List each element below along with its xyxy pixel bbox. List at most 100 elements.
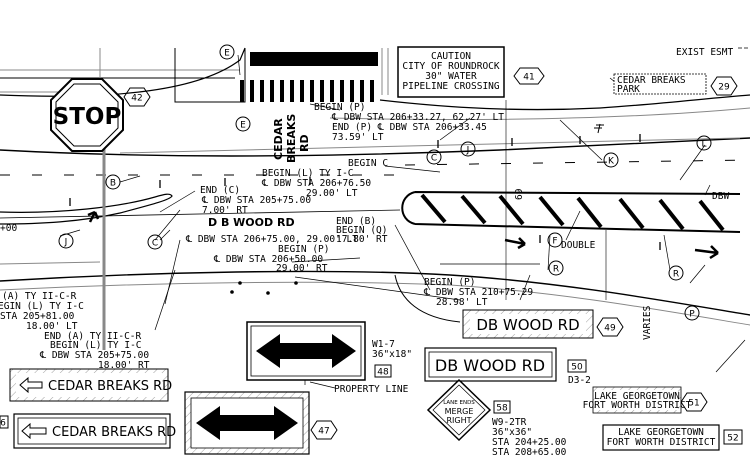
circle-callout: K — [603, 152, 619, 168]
callout-begin-p-low: BEGIN (P) ℄ DBW STA 210+75.29 28.98' LT — [423, 277, 533, 308]
hex-callout: 51 — [680, 392, 708, 412]
station-69-label: 69 — [514, 188, 525, 200]
circle-callout: R — [668, 265, 684, 281]
svg-text:18.00' RT: 18.00' RT — [98, 360, 150, 371]
circle-callout: DBW — [712, 191, 729, 202]
circle-callout: R — [548, 260, 564, 276]
svg-text:(A) TY II-C-R: (A) TY II-C-R — [2, 291, 77, 302]
hex-callout: 49 — [596, 317, 624, 337]
svg-text:18.00' LT: 18.00' LT — [26, 321, 78, 332]
svg-text:BEGIN (P): BEGIN (P) — [424, 277, 475, 288]
svg-text:LAKE GEORGETOWN: LAKE GEORGETOWN — [594, 391, 680, 402]
svg-text:C: C — [152, 239, 158, 249]
svg-text:36"x18": 36"x18" — [372, 349, 412, 360]
svg-text:K: K — [608, 157, 615, 167]
leader-dots — [230, 281, 298, 295]
svg-text:STA 204+25.00: STA 204+25.00 — [492, 437, 567, 448]
circle-callouts: E E C J K L B J C F R R P DBW — [58, 44, 729, 321]
svg-text:49: 49 — [604, 324, 616, 334]
svg-text:℄ DBW STA 206+50.00: ℄ DBW STA 206+50.00 — [213, 254, 323, 265]
svg-text:47: 47 — [318, 427, 329, 437]
svg-text:RIGHT: RIGHT — [446, 416, 471, 425]
w1-7-double-arrow-sign — [246, 321, 366, 381]
svg-text:LAKE GEORGETOWN: LAKE GEORGETOWN — [618, 427, 704, 438]
svg-text:7.00' RT: 7.00' RT — [202, 205, 248, 216]
svg-text:52: 52 — [727, 434, 738, 444]
circle-callout: J — [58, 233, 74, 249]
svg-text:E: E — [240, 121, 246, 131]
svg-text:29.00' RT: 29.00' RT — [276, 263, 328, 274]
svg-text:END (B): END (B) — [336, 216, 376, 227]
svg-text:J: J — [64, 238, 68, 248]
circle-callout: B — [105, 174, 121, 190]
svg-text:℄ DBW STA 206+76.50: ℄ DBW STA 206+76.50 — [261, 178, 371, 189]
svg-text:L: L — [701, 140, 706, 150]
svg-text:36"x36": 36"x36" — [492, 427, 532, 438]
callout-begin-p-mid: BEGIN (P) ℄ DBW STA 206+50.00 29.00' RT — [213, 244, 329, 274]
svg-text:50: 50 — [571, 363, 583, 373]
cedar-breaks-rd-vertical-label: CEDAR BREAKS RD — [272, 114, 311, 163]
svg-text:41: 41 — [523, 73, 534, 83]
hex-callouts: 42 41 29 49 50 48 58 47 51 52 6 — [0, 67, 743, 445]
svg-text:END (P) ℄ DBW STA 206+33.45: END (P) ℄ DBW STA 206+33.45 — [332, 122, 487, 133]
callout-dbw-206-75: ℄ DBW STA 206+75.00, 29.00' LT — [185, 234, 358, 245]
svg-text:FORT WORTH DISTRICT: FORT WORTH DISTRICT — [607, 437, 716, 448]
svg-text:BEGIN (L) TY I-C: BEGIN (L) TY I-C — [262, 168, 354, 179]
svg-text:PARK: PARK — [617, 84, 640, 95]
svg-text:E: E — [224, 49, 230, 59]
svg-text:51: 51 — [688, 399, 699, 409]
svg-text:STA 208+65.00: STA 208+65.00 — [492, 447, 567, 458]
db-wood-rd-sign-hatched: DB WOOD RD — [462, 309, 594, 339]
caution-note: CAUTION CITY OF ROUNDROCK 30" WATER PIPE… — [397, 46, 505, 98]
svg-text:℄ DBW STA 205+75.00: ℄ DBW STA 205+75.00 — [201, 195, 311, 206]
svg-text:RD: RD — [298, 134, 311, 152]
svg-text:CEDAR BREAKS RD: CEDAR BREAKS RD — [52, 425, 176, 440]
callout-end-c: END (C) ℄ DBW STA 205+75.00 7.00' RT — [200, 185, 311, 216]
circle-callout: F — [547, 232, 563, 248]
lake-georgetown-sign: LAKE GEORGETOWN FORT WORTH DISTRICT — [602, 424, 720, 451]
circle-callout: E — [235, 116, 251, 132]
svg-text:BREAKS: BREAKS — [285, 114, 298, 163]
circle-callout: L — [696, 135, 712, 151]
circle-callout: C — [426, 149, 442, 165]
svg-text:F: F — [552, 237, 557, 247]
svg-text:R: R — [553, 265, 559, 275]
road-linework — [0, 47, 750, 350]
svg-text:J: J — [466, 146, 470, 156]
leader-lines — [59, 54, 746, 389]
stop-sign: STOP — [50, 78, 124, 152]
d3-2-label: D3-2 — [568, 375, 591, 386]
db-wood-rd-sign: DB WOOD RD — [424, 347, 557, 382]
hex-callout: 50 — [567, 359, 587, 373]
svg-text:END (C): END (C) — [200, 185, 240, 196]
svg-text:B: B — [110, 179, 116, 189]
svg-text:P: P — [689, 310, 695, 320]
svg-text:30" WATER: 30" WATER — [425, 71, 477, 82]
svg-text:PIPELINE CROSSING: PIPELINE CROSSING — [402, 81, 500, 92]
svg-text:EGIN (L) TY I-C: EGIN (L) TY I-C — [0, 301, 84, 312]
svg-text:END (A) TY II-C-R: END (A) TY II-C-R — [44, 331, 142, 342]
circle-callout: C — [147, 234, 163, 250]
lane-ends-merge-right-sign: LANE ENDS MERGE RIGHT — [426, 378, 492, 442]
svg-text:STOP: STOP — [53, 104, 122, 130]
circle-callout: E — [219, 44, 235, 60]
circle-callout: J — [460, 141, 476, 157]
w1-7-label: W1-7 36"x18" — [372, 339, 412, 360]
svg-text:STA 205+81.00: STA 205+81.00 — [0, 311, 75, 322]
svg-text:BEGIN (L) TY I-C: BEGIN (L) TY I-C — [50, 340, 142, 351]
svg-text:CEDAR: CEDAR — [272, 118, 285, 160]
svg-text:BEGIN (Q): BEGIN (Q) — [336, 225, 387, 236]
w9-2tr-label: W9-2TR 36"x36" STA 204+25.00 STA 208+65.… — [492, 417, 567, 458]
lake-georgetown-sign-hatched: LAKE GEORGETOWN FORT WORTH DISTRICT — [583, 386, 692, 414]
svg-text:℄ DBW STA 206+33.27, 62.27' LT: ℄ DBW STA 206+33.27, 62.27' LT — [331, 112, 504, 123]
circle-callout: P — [684, 305, 700, 321]
double-label: DOUBLE — [561, 240, 596, 251]
svg-text:DBW: DBW — [712, 191, 729, 202]
svg-text:28.98' LT: 28.98' LT — [436, 297, 488, 308]
svg-text:48: 48 — [377, 368, 389, 378]
svg-text:MERGE: MERGE — [445, 407, 474, 416]
svg-text:W1-7: W1-7 — [372, 339, 395, 350]
double-arrow-sign-hatched — [184, 391, 310, 455]
svg-text:29.00' LT: 29.00' LT — [306, 188, 358, 199]
